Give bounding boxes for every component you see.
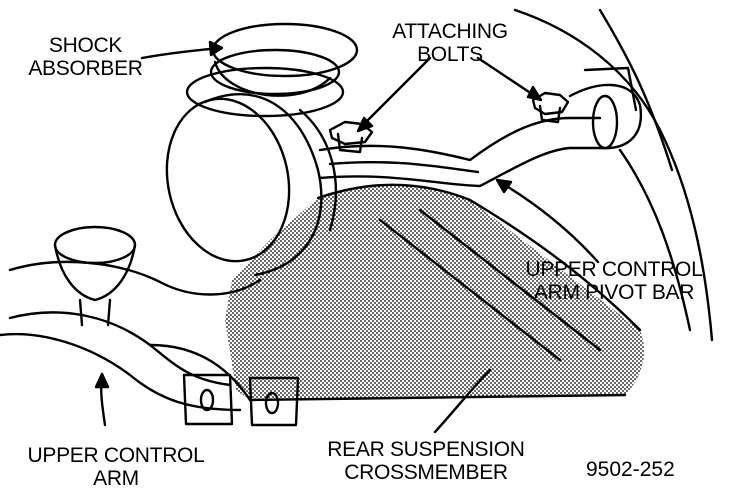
label-pivot-bar-line1: UPPER CONTROL — [525, 258, 703, 281]
arrowhead-pivot-bar — [495, 178, 513, 194]
shock-seat-ring — [185, 66, 345, 118]
shock-drum-side — [203, 93, 323, 277]
ball-joint-cup — [53, 243, 137, 302]
body-panel-lower — [618, 148, 692, 332]
pivot-bar-end-cap — [591, 94, 619, 150]
label-crossmember-line2: CROSSMEMBER — [344, 461, 508, 484]
label-upper-control-arm-pivot-bar: UPPER CONTROL ARM PIVOT BAR — [524, 258, 704, 304]
label-shock-absorber-line2: ABSORBER — [28, 57, 143, 80]
control-arm-bottom — [8, 311, 232, 387]
arrowhead-bolts-right — [526, 85, 543, 102]
label-attaching-bolts: ATTACHING BOLTS — [380, 20, 520, 66]
shock-mid-ring — [209, 48, 341, 96]
crossmember-rib-2 — [418, 208, 602, 352]
label-pivot-bar-line2: ARM PIVOT BAR — [533, 281, 695, 304]
leader-pivot-bar — [498, 180, 600, 264]
bolt-right — [531, 91, 570, 124]
crossmember-shading — [225, 184, 645, 400]
bolt-left — [328, 120, 374, 154]
figure-id: 9502-252 — [586, 458, 675, 481]
label-control-arm-line2: ARM — [93, 467, 139, 490]
label-attaching-bolts-line1: ATTACHING — [392, 20, 508, 43]
shock-cup — [213, 60, 332, 97]
control-arm-lower-rail — [0, 332, 242, 412]
leader-attaching-bolts-left — [358, 56, 432, 130]
body-panel-inner — [598, 8, 674, 172]
arrowhead-control-arm — [94, 372, 110, 389]
leader-crossmember — [433, 368, 492, 434]
ball-joint-top — [53, 225, 137, 265]
label-shock-absorber-line1: SHOCK — [48, 34, 123, 57]
leader-shock-absorber — [140, 46, 222, 60]
pivot-bar-end-flange — [568, 83, 643, 150]
mount-hole-left — [199, 388, 215, 412]
body-panel-outline — [513, 8, 714, 342]
label-upper-control-arm: UPPER CONTROL ARM — [26, 444, 206, 490]
control-arm-fold — [148, 343, 252, 402]
control-arm-top — [8, 260, 262, 296]
crossmember-rib-1 — [378, 218, 562, 362]
label-shock-absorber: SHOCK ABSORBER — [28, 34, 143, 80]
arrowhead-shock — [208, 40, 224, 57]
crossmember-edge — [468, 198, 642, 332]
mount-tab-right — [248, 376, 300, 427]
crossmember-lower-edge — [248, 393, 627, 402]
pivot-bar-bottom — [318, 146, 602, 188]
ball-joint-stud — [78, 298, 112, 327]
label-crossmember-line1: REAR SUSPENSION — [327, 438, 525, 461]
label-rear-suspension-crossmember: REAR SUSPENSION CROSSMEMBER — [326, 438, 526, 484]
mount-hole-right — [264, 391, 280, 415]
label-control-arm-line1: UPPER CONTROL — [27, 444, 205, 467]
pivot-bar-end-bracket — [583, 66, 638, 112]
mount-tab-left — [182, 373, 234, 426]
arrowhead-bolts-left — [356, 116, 374, 133]
shock-body — [298, 108, 338, 232]
pivot-bar-mid — [328, 160, 480, 174]
label-attaching-bolts-line2: BOLTS — [417, 43, 483, 66]
leader-attaching-bolts-right — [476, 56, 540, 100]
